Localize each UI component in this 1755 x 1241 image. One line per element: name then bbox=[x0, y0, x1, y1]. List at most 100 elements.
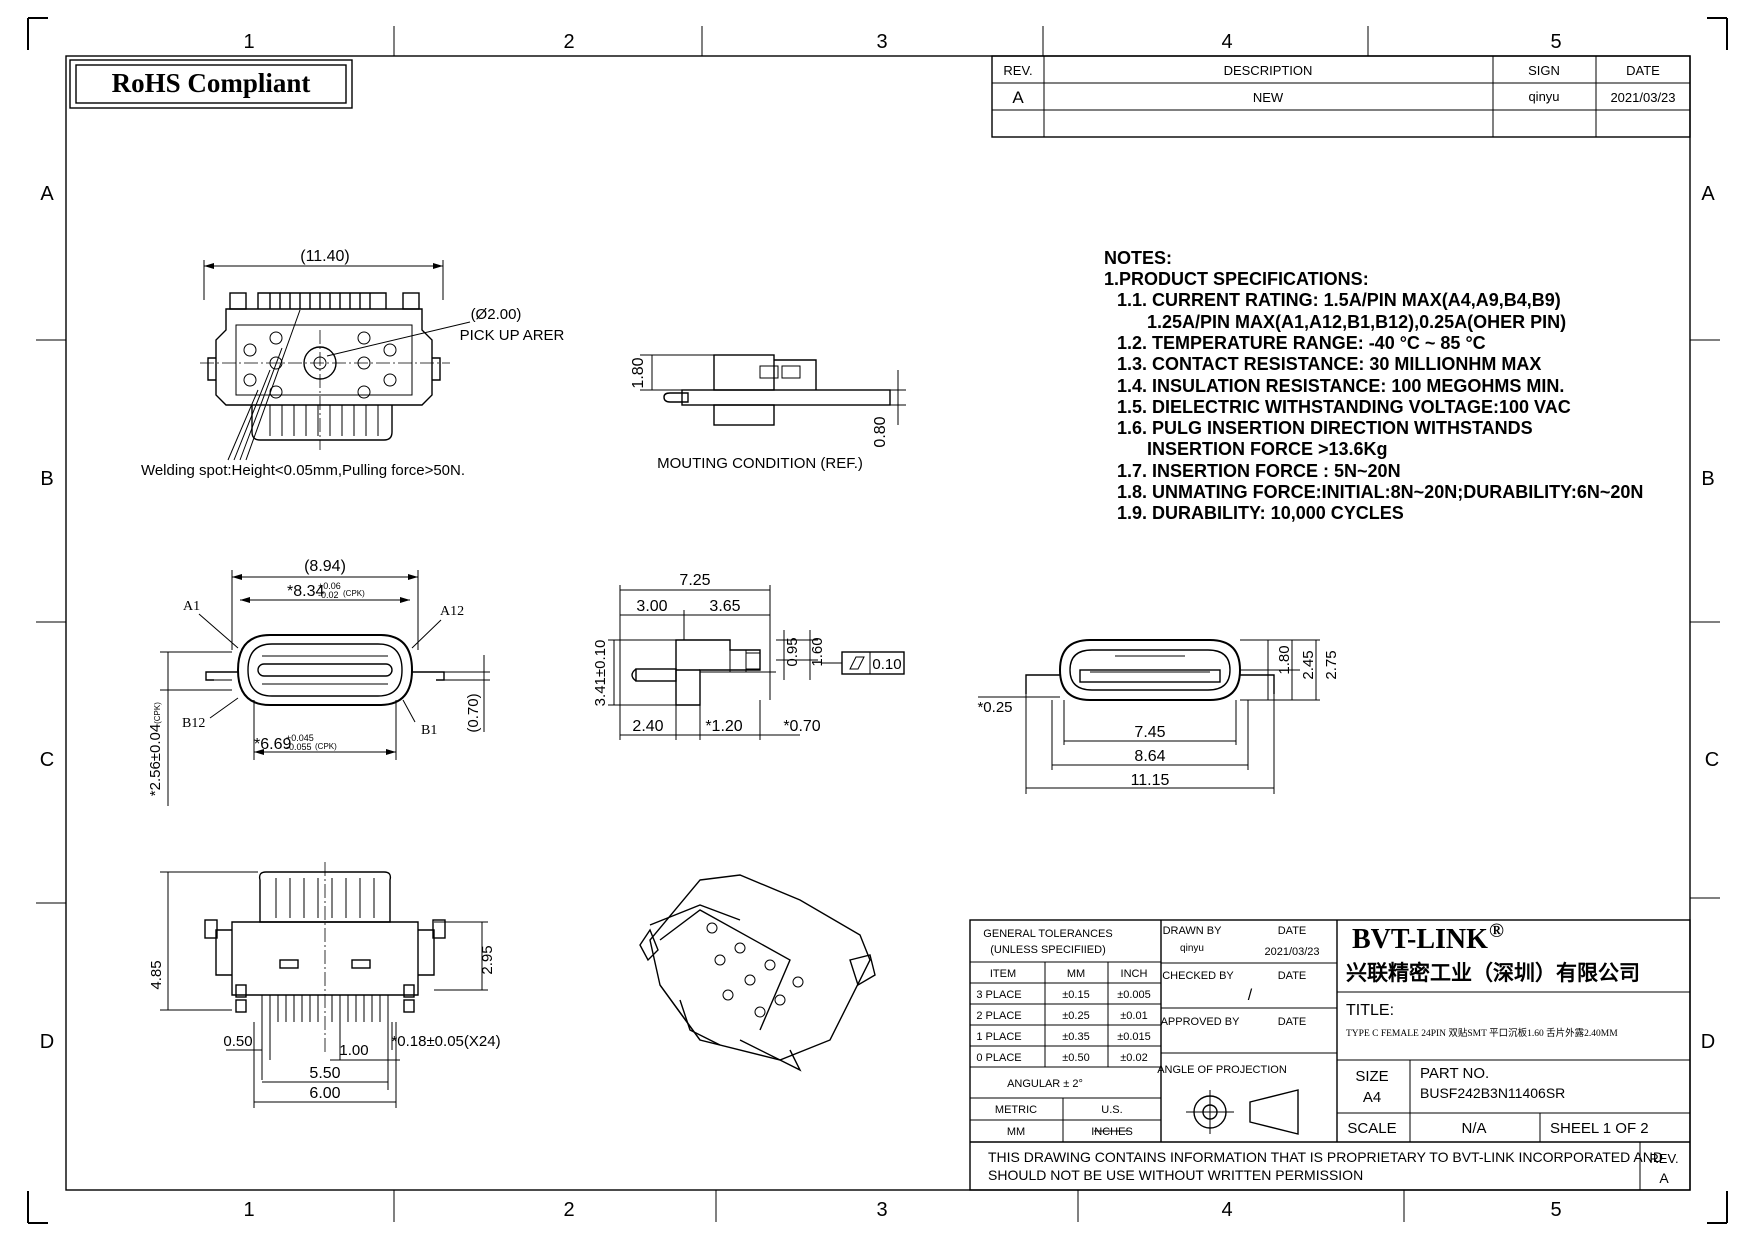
front-inner-top-dim: *8.34 bbox=[287, 583, 324, 600]
rear-dim-025: *0.25 bbox=[977, 699, 1012, 716]
front-side-dim: (0.70) bbox=[465, 693, 482, 732]
zone-col-4: 4 bbox=[1221, 31, 1232, 53]
rear-dim-245: 2.45 bbox=[1300, 650, 1317, 679]
sign-header: SIGN bbox=[1528, 63, 1560, 78]
note-line-6: 1.4. INSULATION RESISTANCE: 100 MEGOHMS … bbox=[1117, 376, 1564, 396]
title-block: GENERAL TOLERANCES (UNLESS SPECIFIIED) I… bbox=[969, 919, 1691, 1191]
company-reg: ® bbox=[1489, 920, 1504, 942]
title-value: TYPE C FEMALE 24PIN 双贴SMT 平口沉板1.60 舌片外露2… bbox=[1346, 1027, 1618, 1039]
mount-caption: MOUTING CONDITION (REF.) bbox=[657, 455, 863, 472]
side-dim-240: 2.40 bbox=[632, 718, 663, 735]
front-view: (8.94) *8.34 +0.06 -0.02 (CPK) A1 A12 B1… bbox=[147, 558, 490, 806]
side-dim-b: 3.65 bbox=[709, 598, 740, 615]
zone-col-2: 2 bbox=[563, 31, 574, 53]
zone-row-c-right: C bbox=[1705, 749, 1719, 771]
zone-row-a: A bbox=[40, 183, 54, 205]
zone-row-b: B bbox=[40, 468, 53, 490]
front-inner-top-minus: -0.02 bbox=[318, 590, 339, 600]
note-line-2: 1.1. CURRENT RATING: 1.5A/PIN MAX(A4,A9,… bbox=[1117, 290, 1561, 310]
tol-row-1-inch: ±0.005 bbox=[1117, 989, 1151, 1001]
front-height-dim: *2.56±0.04 bbox=[147, 724, 164, 796]
bottom-dim-100: 1.00 bbox=[339, 1042, 368, 1059]
notes-heading: NOTES: bbox=[1104, 248, 1172, 268]
note-line-4: 1.2. TEMPERATURE RANGE: -40 °C ~ 85 °C bbox=[1117, 333, 1486, 353]
front-cpk-bottom: (CPK) bbox=[315, 742, 337, 751]
tol-row-4-inch: ±0.02 bbox=[1120, 1052, 1147, 1064]
welding-note: Welding spot:Height<0.05mm,Pulling force… bbox=[141, 462, 465, 479]
tol-row-1-item: 3 PLACE bbox=[976, 989, 1021, 1001]
note-line-11: 1.8. UNMATING FORCE:INITIAL:8N~20N;DURAB… bbox=[1117, 482, 1643, 502]
tol-row-2-item: 2 PLACE bbox=[976, 1010, 1021, 1022]
rev-value-block: A bbox=[1659, 1170, 1669, 1186]
inches-label: INCHES bbox=[1091, 1126, 1133, 1138]
checked-date-label: DATE bbox=[1278, 970, 1307, 982]
side-dim-070: *0.70 bbox=[783, 718, 820, 735]
side-view: 7.25 3.00 3.65 3.41±0.10 0.95 1.60 0.10 bbox=[592, 572, 905, 740]
zone-row-d-right: D bbox=[1701, 1031, 1715, 1053]
mounting-view: 1.80 0.80 MOUTING CONDITION (REF.) bbox=[630, 354, 906, 472]
side-total-dim: 7.25 bbox=[679, 572, 710, 589]
mount-board-dim: 0.80 bbox=[872, 416, 889, 447]
rear-dim-180: 1.80 bbox=[1276, 645, 1293, 674]
zone-row-c: C bbox=[40, 749, 54, 771]
tol-row-2-inch: ±0.01 bbox=[1120, 1010, 1147, 1022]
zone-row-b-right: B bbox=[1701, 468, 1714, 490]
pickup-label: PICK UP ARER bbox=[460, 327, 565, 344]
drawn-by-label: DRAWN BY bbox=[1163, 925, 1223, 937]
zone-row-d: D bbox=[40, 1031, 54, 1053]
us-label: U.S. bbox=[1101, 1104, 1122, 1116]
part-no-value: BUSF242B3N11406SR bbox=[1420, 1085, 1565, 1101]
drawn-by-value: qinyu bbox=[1180, 943, 1204, 954]
rev-header: REV. bbox=[1003, 63, 1032, 78]
pin-a12-label: A12 bbox=[440, 604, 464, 619]
drawn-date-value: 2021/03/23 bbox=[1264, 946, 1319, 958]
approved-date-label: DATE bbox=[1278, 1016, 1307, 1028]
top-width-dim: (11.40) bbox=[300, 248, 350, 265]
side-dim-160: 1.60 bbox=[809, 637, 826, 666]
rear-dim-864: 8.64 bbox=[1134, 748, 1165, 765]
sheet-frame bbox=[27, 17, 1728, 1224]
note-line-7: 1.5. DIELECTRIC WITHSTANDING VOLTAGE:100… bbox=[1117, 397, 1571, 417]
metric-label: METRIC bbox=[995, 1104, 1037, 1116]
bottom-dim-295: 2.95 bbox=[479, 945, 496, 974]
tol-row-4-mm: ±0.50 bbox=[1062, 1052, 1089, 1064]
proprietary-line-2: SHOULD NOT BE USE WITHOUT WRITTEN PERMIS… bbox=[988, 1167, 1363, 1183]
title-label: TITLE: bbox=[1346, 1002, 1394, 1019]
pin-b1-label: B1 bbox=[421, 723, 437, 738]
checked-mark: / bbox=[1248, 987, 1253, 1004]
zone-col-5: 5 bbox=[1550, 31, 1561, 53]
side-dim-a: 3.00 bbox=[636, 598, 667, 615]
bottom-dim-600: 6.00 bbox=[309, 1085, 340, 1102]
company-cn: 兴联精密工业（深圳）有限公司 bbox=[1346, 961, 1640, 985]
bottom-dim-050: 0.50 bbox=[223, 1033, 252, 1050]
tol-row-1-mm: ±0.15 bbox=[1062, 989, 1089, 1001]
front-inner-bottom-dim: *6.69 bbox=[254, 736, 291, 753]
size-value: A4 bbox=[1363, 1089, 1381, 1106]
front-cpk-top: (CPK) bbox=[343, 589, 365, 598]
projection-label: ANGLE OF PROJECTION bbox=[1157, 1064, 1287, 1076]
approved-by-label: APPROVED BY bbox=[1161, 1016, 1241, 1028]
side-height-dim: 3.41±0.10 bbox=[592, 640, 609, 707]
front-inner-bottom-minus: -0.055 bbox=[286, 742, 312, 752]
sheet-value: SHEEL 1 OF 2 bbox=[1550, 1120, 1649, 1137]
checked-by-label: CHECKED BY bbox=[1162, 970, 1234, 982]
note-line-8: 1.6. PULG INSERTION DIRECTION WITHSTANDS bbox=[1117, 418, 1533, 438]
zone-col-4-bottom: 4 bbox=[1221, 1199, 1232, 1221]
description-header: DESCRIPTION bbox=[1224, 63, 1313, 78]
top-view: (11.40) bbox=[141, 248, 565, 479]
date-value: 2021/03/23 bbox=[1610, 90, 1675, 105]
tol-row-3-inch: ±0.015 bbox=[1117, 1031, 1151, 1043]
note-line-3: 1.25A/PIN MAX(A1,A12,B1,B12),0.25A(OHER … bbox=[1147, 312, 1566, 332]
tol-row-2-mm: ±0.25 bbox=[1062, 1010, 1089, 1022]
zone-col-5-bottom: 5 bbox=[1550, 1199, 1561, 1221]
angular-tolerance: ANGULAR ± 2° bbox=[1007, 1078, 1083, 1090]
tol-header-inch: INCH bbox=[1121, 968, 1148, 980]
front-cpk-height: (CPK) bbox=[153, 702, 162, 724]
side-dim-095: 0.95 bbox=[784, 637, 801, 666]
bottom-view: 4.85 2.95 0.50 1.00 *0.18±0.05(X24) 5.50… bbox=[148, 862, 501, 1108]
flatness-value: 0.10 bbox=[872, 656, 901, 673]
scale-value: N/A bbox=[1461, 1120, 1486, 1137]
sign-value: qinyu bbox=[1528, 89, 1559, 104]
rear-dim-745: 7.45 bbox=[1134, 724, 1165, 741]
